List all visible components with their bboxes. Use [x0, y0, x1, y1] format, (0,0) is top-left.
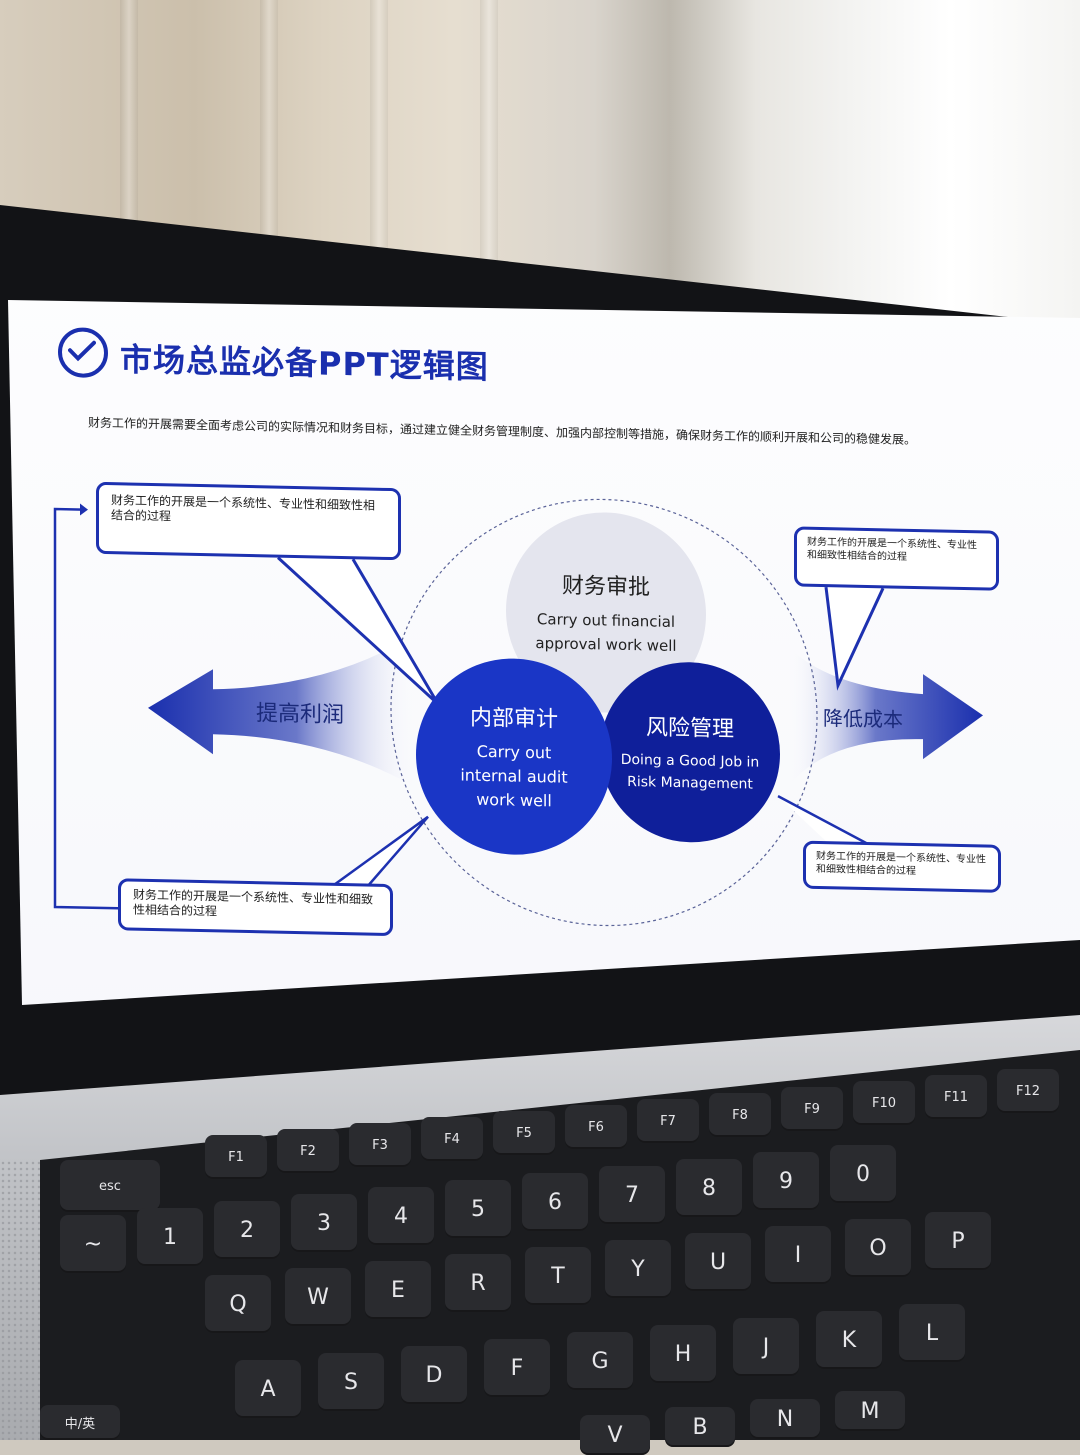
callout-pointer-top-right — [824, 586, 885, 691]
key-f3[interactable]: F3 — [349, 1123, 411, 1167]
circle-subtitle: Carry out financial — [536, 610, 676, 631]
key-m[interactable]: M — [835, 1391, 905, 1431]
key-j[interactable]: J — [733, 1318, 799, 1376]
diagram-graphics — [53, 498, 983, 927]
key-5[interactable]: 5 — [445, 1180, 511, 1238]
key-4[interactable]: 4 — [368, 1187, 434, 1245]
callout-top-right: 财务工作的开展是一个系统性、专业性和细致性相结合的过程 — [794, 526, 999, 591]
key-s[interactable]: S — [318, 1353, 384, 1411]
key-f5[interactable]: F5 — [493, 1111, 555, 1155]
circle-title: 风险管理 — [645, 715, 734, 743]
key-p[interactable]: P — [925, 1212, 991, 1270]
key-f6[interactable]: F6 — [565, 1105, 627, 1149]
callout-top-left: 财务工作的开展是一个系统性、专业性和细致性相结合的过程 — [96, 481, 401, 561]
key-r[interactable]: R — [445, 1254, 511, 1312]
key-esc[interactable]: esc — [60, 1160, 160, 1212]
key-f8[interactable]: F8 — [709, 1093, 771, 1137]
key-f11[interactable]: F11 — [925, 1075, 987, 1119]
key-k[interactable]: K — [816, 1311, 882, 1369]
key-0[interactable]: 0 — [830, 1145, 896, 1203]
key-8[interactable]: 8 — [676, 1159, 742, 1217]
key-6[interactable]: 6 — [522, 1173, 588, 1231]
key-e[interactable]: E — [365, 1261, 431, 1319]
key-y[interactable]: Y — [605, 1240, 671, 1298]
key-q[interactable]: Q — [205, 1275, 271, 1333]
key-f12[interactable]: F12 — [997, 1069, 1059, 1113]
key-f[interactable]: F — [484, 1339, 550, 1397]
key-f4[interactable]: F4 — [421, 1117, 483, 1161]
key-l[interactable]: L — [899, 1304, 965, 1362]
curtain-fold — [260, 0, 278, 300]
callout-pointer-bottom-left — [317, 815, 429, 899]
key-f7[interactable]: F7 — [637, 1099, 699, 1143]
callout-bottom-right: 财务工作的开展是一个系统性、专业性和细致性相结合的过程 — [803, 840, 1001, 893]
circle-subtitle: work well — [476, 789, 552, 811]
circle-title: 财务审批 — [561, 573, 650, 601]
key-u[interactable]: U — [685, 1233, 751, 1291]
key-~[interactable]: ~ — [60, 1215, 126, 1273]
key-f2[interactable]: F2 — [277, 1129, 339, 1173]
check-icon — [58, 327, 108, 379]
key-h[interactable]: H — [650, 1325, 716, 1383]
circle-subtitle: Risk Management — [627, 773, 753, 793]
callout-bottom-left: 财务工作的开展是一个系统性、专业性和细致性相结合的过程 — [118, 878, 393, 937]
arrow-label-reduce-cost: 降低成本 — [823, 706, 903, 732]
ppt-slide: 市场总监必备PPT逻辑图 财务工作的开展需要全面考虑公司的实际情况和财务目标，通… — [8, 300, 1080, 1022]
curtain-fold — [480, 0, 498, 300]
key-i[interactable]: I — [765, 1226, 831, 1284]
key-d[interactable]: D — [401, 1346, 467, 1404]
curtain-fold — [370, 0, 388, 300]
circle-subtitle: Carry out — [476, 741, 552, 763]
key-f1[interactable]: F1 — [205, 1135, 267, 1179]
key-f9[interactable]: F9 — [781, 1087, 843, 1131]
key-1[interactable]: 1 — [137, 1208, 203, 1266]
key-中/英[interactable]: 中/英 — [40, 1405, 120, 1440]
circle-title: 内部审计 — [469, 705, 558, 733]
left-arrow-shape — [148, 638, 418, 789]
key-n[interactable]: N — [750, 1399, 820, 1439]
circle-subtitle: Doing a Good Job in — [620, 751, 760, 771]
circle-subtitle: approval work well — [535, 634, 677, 656]
key-7[interactable]: 7 — [599, 1166, 665, 1224]
key-t[interactable]: T — [525, 1247, 591, 1305]
arrow-label-increase-profit: 提高利润 — [256, 701, 345, 729]
key-f10[interactable]: F10 — [853, 1081, 915, 1125]
key-2[interactable]: 2 — [214, 1201, 280, 1259]
circle-subtitle: internal audit — [460, 765, 568, 787]
key-a[interactable]: A — [235, 1360, 301, 1418]
key-v[interactable]: V — [580, 1415, 650, 1455]
key-g[interactable]: G — [567, 1332, 633, 1390]
key-w[interactable]: W — [285, 1268, 351, 1326]
key-9[interactable]: 9 — [753, 1152, 819, 1210]
callout-pointer-bottom-right — [777, 795, 869, 846]
key-o[interactable]: O — [845, 1219, 911, 1277]
key-3[interactable]: 3 — [291, 1194, 357, 1252]
bracket-arrowhead — [80, 503, 88, 516]
left-bracket-line — [53, 507, 118, 910]
key-b[interactable]: B — [665, 1407, 735, 1447]
